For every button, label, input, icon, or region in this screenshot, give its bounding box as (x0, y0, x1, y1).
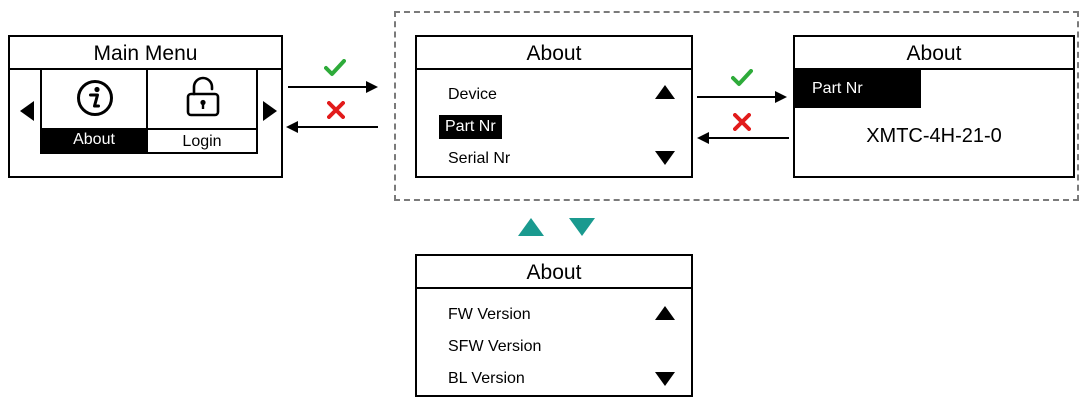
triangle-left-icon[interactable] (20, 101, 34, 121)
triangle-up-icon[interactable] (655, 85, 675, 99)
list-item-serial-nr[interactable]: Serial Nr (448, 150, 511, 167)
about-screen-2: About Part Nr XMTC-4H-21-0 (793, 35, 1075, 178)
list-item-fw-version[interactable]: FW Version (448, 306, 531, 323)
triangle-down-icon[interactable] (655, 372, 675, 386)
list-item-device[interactable]: Device (448, 86, 497, 103)
about-screen-3: About FW Version SFW Version BL Version (415, 254, 693, 397)
main-menu-title: Main Menu (10, 37, 281, 70)
check-icon (324, 59, 346, 76)
triangle-up-icon[interactable] (655, 306, 675, 320)
cross-icon (327, 101, 345, 119)
menu-item-login-label: Login (148, 128, 256, 152)
about-screen-1: About Device Part Nr Serial Nr (415, 35, 693, 178)
main-menu-screen: Main Menu About Login (8, 35, 283, 178)
info-icon (77, 80, 113, 116)
triangle-down-icon[interactable] (569, 218, 595, 236)
confirm-arrow-2 (697, 91, 787, 103)
about-screen-2-title: About (795, 37, 1073, 70)
about-flow-group-frame (394, 11, 1079, 201)
about-screen-3-title: About (417, 256, 691, 289)
menu-item-about-label: About (42, 128, 146, 152)
triangle-up-icon[interactable] (518, 218, 544, 236)
part-number-value: XMTC-4H-21-0 (866, 125, 1002, 147)
confirm-arrow-1 (288, 81, 378, 93)
cancel-arrow-2 (697, 132, 789, 144)
check-icon (731, 69, 753, 86)
selected-item-part-nr: Part Nr (795, 70, 921, 108)
lock-icon (186, 76, 220, 117)
triangle-right-icon[interactable] (263, 101, 277, 121)
cross-icon (733, 113, 751, 131)
cancel-arrow-1 (286, 121, 378, 133)
list-item-bl-version[interactable]: BL Version (448, 370, 525, 387)
about-screen-1-title: About (417, 37, 691, 70)
list-item-sfw-version[interactable]: SFW Version (448, 338, 542, 355)
menu-item-about[interactable]: About (40, 70, 148, 154)
list-item-part-nr[interactable]: Part Nr (439, 115, 502, 139)
menu-item-login[interactable]: Login (148, 70, 258, 154)
triangle-down-icon[interactable] (655, 151, 675, 165)
